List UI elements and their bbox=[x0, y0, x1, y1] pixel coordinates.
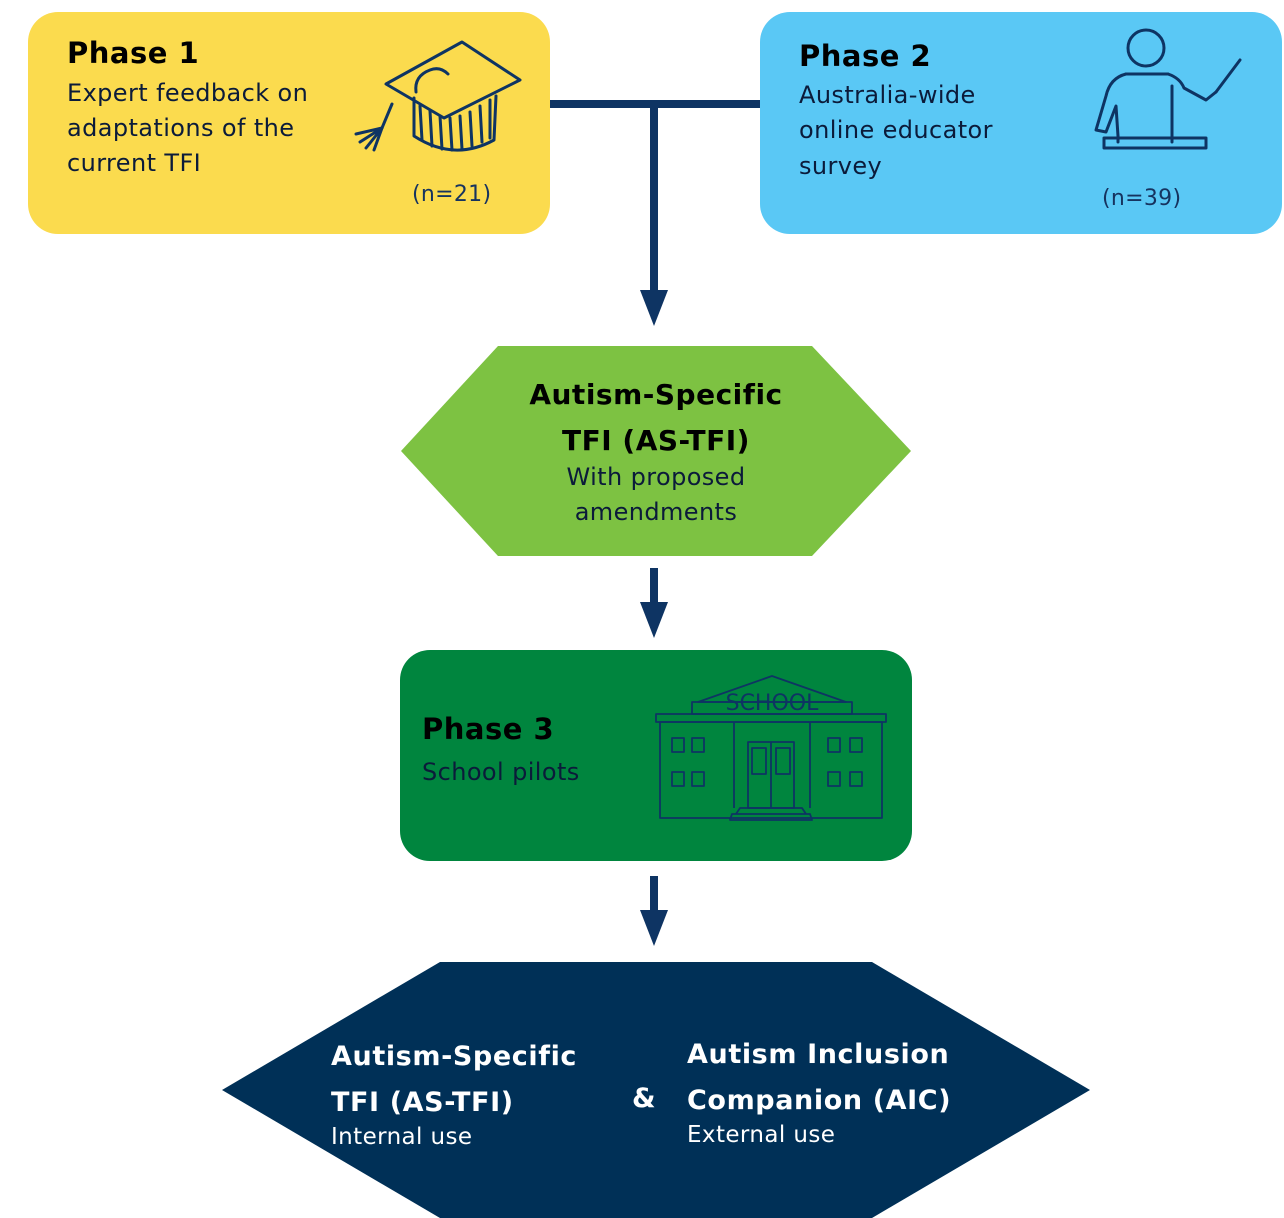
school-building-icon: SCHOOL bbox=[655, 675, 887, 821]
phase2-box bbox=[760, 12, 1282, 234]
phase3-title: Phase 3 bbox=[422, 712, 555, 746]
astfi-draft-sub-1: With proposed bbox=[566, 463, 746, 491]
output-left-sub: Internal use bbox=[331, 1124, 473, 1150]
output-left-title-1: Autism-Specific bbox=[331, 1041, 578, 1072]
phase2-title: Phase 2 bbox=[799, 39, 932, 73]
phase1-line-2: adaptations of the bbox=[67, 114, 295, 142]
phase3-subtitle: School pilots bbox=[422, 758, 580, 786]
phase2-count: (n=39) bbox=[1102, 186, 1182, 211]
astfi-draft-title-2: TFI (AS-TFI) bbox=[562, 424, 750, 457]
output-right-title-2: Companion (AIC) bbox=[687, 1085, 952, 1116]
astfi-draft-hexagon bbox=[401, 346, 911, 556]
arrow-to-draft-head bbox=[640, 290, 668, 326]
phase2-line-2: online educator bbox=[799, 116, 993, 144]
school-sign-text: SCHOOL bbox=[726, 691, 820, 716]
arrow-to-outputs-head bbox=[640, 910, 668, 946]
astfi-draft-title-1: Autism-Specific bbox=[529, 378, 783, 411]
phase3-box bbox=[400, 650, 912, 861]
graduation-cap-icon bbox=[354, 40, 522, 152]
phase1-line-3: current TFI bbox=[67, 149, 202, 177]
phase1-title: Phase 1 bbox=[67, 36, 200, 70]
phase1-line-1: Expert feedback on bbox=[67, 79, 309, 107]
teacher-icon bbox=[1094, 28, 1242, 150]
astfi-draft-sub-2: amendments bbox=[574, 498, 738, 526]
output-right-title-1: Autism Inclusion bbox=[687, 1039, 950, 1070]
phase2-line-1: Australia-wide bbox=[799, 81, 976, 109]
outputs-hexagon bbox=[222, 962, 1090, 1218]
phase1-count: (n=21) bbox=[412, 182, 492, 207]
arrow-to-phase3-head bbox=[640, 602, 668, 638]
output-left-title-2: TFI (AS-TFI) bbox=[331, 1087, 514, 1118]
output-ampersand: & bbox=[632, 1083, 657, 1114]
phase2-line-3: survey bbox=[799, 152, 883, 180]
output-right-sub: External use bbox=[687, 1122, 836, 1148]
